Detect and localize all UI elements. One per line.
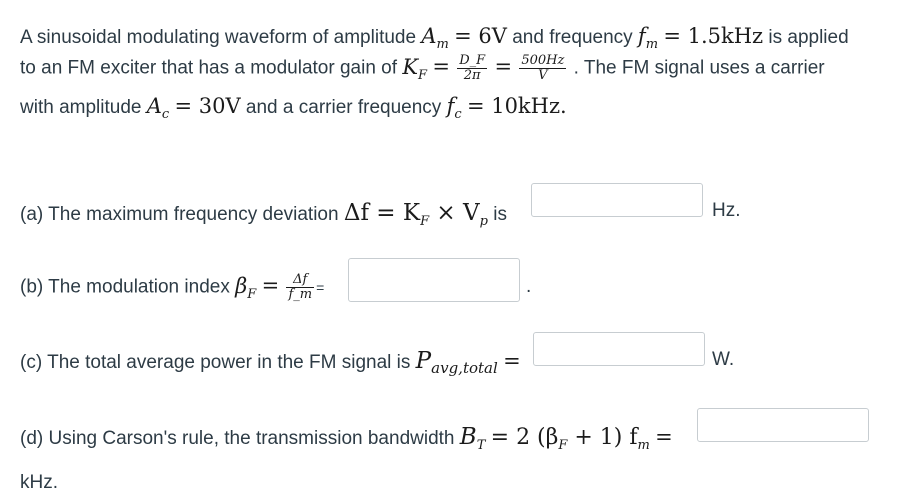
part-a-is: is bbox=[493, 204, 507, 225]
equals-sign: = bbox=[316, 279, 325, 296]
problem-text: and frequency bbox=[512, 27, 633, 48]
p-avg-symbol: Pavg,total bbox=[415, 348, 498, 377]
problem-text: with amplitude bbox=[20, 97, 142, 118]
part-b-text: (b) The modulation index bbox=[20, 276, 230, 298]
df-over-2pi-fraction: D_F 2π bbox=[457, 53, 488, 83]
am-symbol: Am bbox=[421, 24, 449, 52]
part-a-formula: Δf = KF × Vp bbox=[343, 200, 488, 229]
fm-symbol: fm bbox=[637, 24, 659, 52]
problem-text: and a carrier frequency bbox=[245, 97, 442, 118]
fc-symbol: fc bbox=[446, 94, 462, 122]
part-d-question: (d) Using Carson's rule, the transmissio… bbox=[20, 424, 673, 453]
equals-sign: = bbox=[503, 349, 521, 373]
part-c-text: (c) The total average power in the FM si… bbox=[20, 352, 411, 373]
beta-symbol: βF bbox=[235, 273, 257, 302]
problem-line-3: with amplitude Ac = 30V and a carrier fr… bbox=[20, 94, 567, 122]
bt-symbol: BT bbox=[459, 424, 486, 453]
part-c-answer-input[interactable] bbox=[533, 332, 705, 366]
equals-sign: = bbox=[655, 425, 673, 449]
gain-fraction: 500Hz V bbox=[519, 53, 567, 83]
problem-text: . The FM signal uses a carrier bbox=[573, 57, 825, 79]
fm-value: = 1.5kHz bbox=[663, 24, 764, 48]
equals-sign: = bbox=[494, 54, 513, 79]
problem-text: is applied bbox=[768, 27, 849, 48]
part-a-answer-input[interactable] bbox=[531, 183, 703, 217]
part-d-answer-input[interactable] bbox=[697, 408, 869, 442]
part-b-period: . bbox=[526, 276, 532, 297]
part-a-question: (a) The maximum frequency deviation Δf =… bbox=[20, 200, 507, 229]
part-a-unit: Hz. bbox=[712, 200, 741, 221]
problem-text: A sinusoidal modulating waveform of ampl… bbox=[20, 27, 417, 48]
equals-sign: = bbox=[432, 54, 450, 79]
part-b-question: (b) The modulation index βF = Δf f_m = bbox=[20, 273, 324, 302]
problem-line-1: A sinusoidal modulating waveform of ampl… bbox=[20, 24, 849, 52]
deltaf-over-fm-fraction: Δf f_m bbox=[286, 272, 315, 302]
problem-line-2: to an FM exciter that has a modulator ga… bbox=[20, 54, 825, 83]
carson-formula: = 2 (βF + 1) fm bbox=[490, 425, 650, 453]
part-c-question: (c) The total average power in the FM si… bbox=[20, 348, 521, 377]
ac-symbol: Ac bbox=[146, 94, 170, 122]
fc-value: = 10kHz. bbox=[466, 94, 567, 118]
equals-sign: = bbox=[261, 273, 280, 298]
part-d-unit: kHz. bbox=[20, 472, 58, 493]
kf-symbol: KF bbox=[402, 54, 428, 83]
problem-text: to an FM exciter that has a modulator ga… bbox=[20, 57, 398, 79]
part-d-text: (d) Using Carson's rule, the transmissio… bbox=[20, 428, 455, 449]
ac-value: = 30V bbox=[174, 94, 241, 118]
am-value: = 6V bbox=[454, 24, 507, 48]
part-b-answer-input[interactable] bbox=[348, 258, 520, 302]
part-a-text: (a) The maximum frequency deviation bbox=[20, 204, 339, 225]
part-c-unit: W. bbox=[712, 349, 735, 370]
